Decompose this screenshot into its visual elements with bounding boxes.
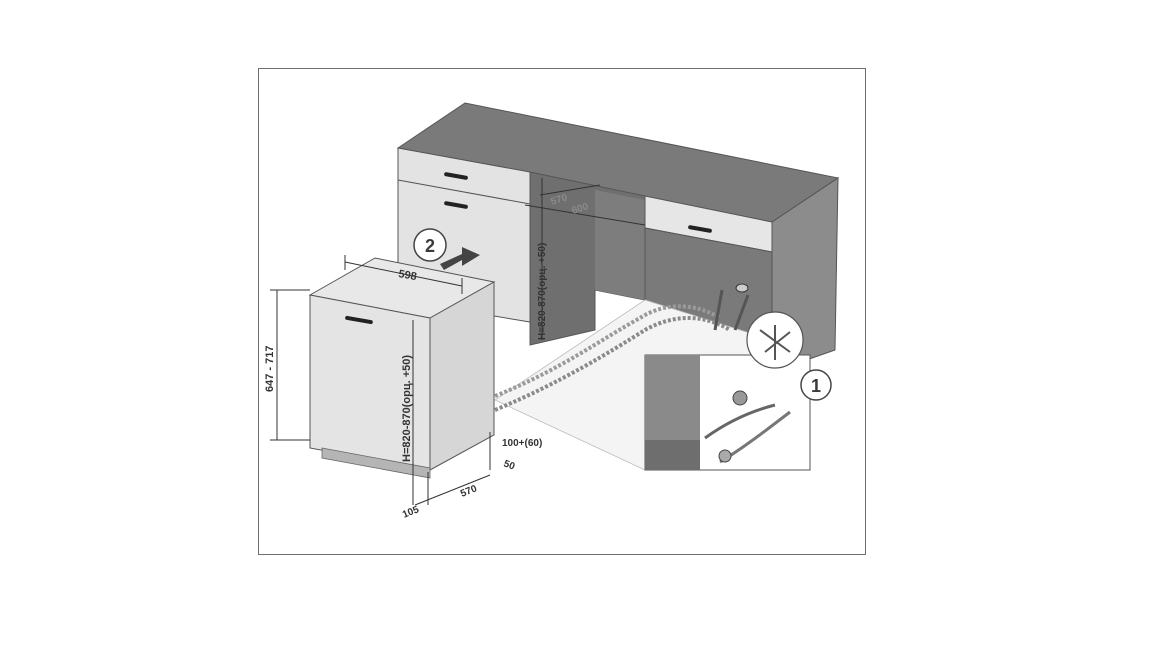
detail-valve [732, 390, 748, 406]
siphon-fitting [759, 325, 791, 360]
tap-pipe [713, 289, 750, 331]
detail-nut [718, 449, 732, 463]
step-1-circle [800, 369, 832, 401]
dim-plinth-gap: 50 [502, 458, 517, 472]
dim-plinth-height: 100+(60) [502, 438, 542, 449]
drawer-handle-right [688, 225, 712, 233]
dim-door-offset: 105 [401, 504, 421, 521]
dim-niche-depth-outer: 600 [571, 201, 591, 217]
dim-niche-height: H=820-870(opц. +50) [537, 243, 548, 340]
dim-unit-width: 598 [397, 268, 417, 283]
step-1-label: 1 [811, 376, 821, 396]
dishwasher-plinth [321, 447, 431, 479]
dishwasher-handle [345, 315, 373, 325]
drawer-handle-top [444, 172, 468, 180]
dim-niche-depth-inner: 570 [550, 192, 570, 208]
tap-knob [735, 283, 749, 293]
niche-back-wall [595, 190, 645, 300]
inlet-hose [494, 316, 732, 412]
detail-cabinet-base [645, 440, 700, 470]
dim-unit-total-height: H=820-870(opц. +50) [401, 355, 413, 462]
push-arrow [440, 247, 480, 270]
drain-hose [494, 304, 722, 398]
step-2-circle [413, 228, 447, 262]
drawer-handle-bottom [444, 201, 468, 209]
dim-unit-depth: 570 [459, 483, 479, 500]
dim-unit-height-range: 647 - 717 [264, 346, 276, 392]
step-2-label: 2 [425, 236, 435, 256]
dimension-lines [270, 178, 646, 506]
detail-cabinet [645, 355, 700, 440]
detail-hose [704, 403, 776, 440]
